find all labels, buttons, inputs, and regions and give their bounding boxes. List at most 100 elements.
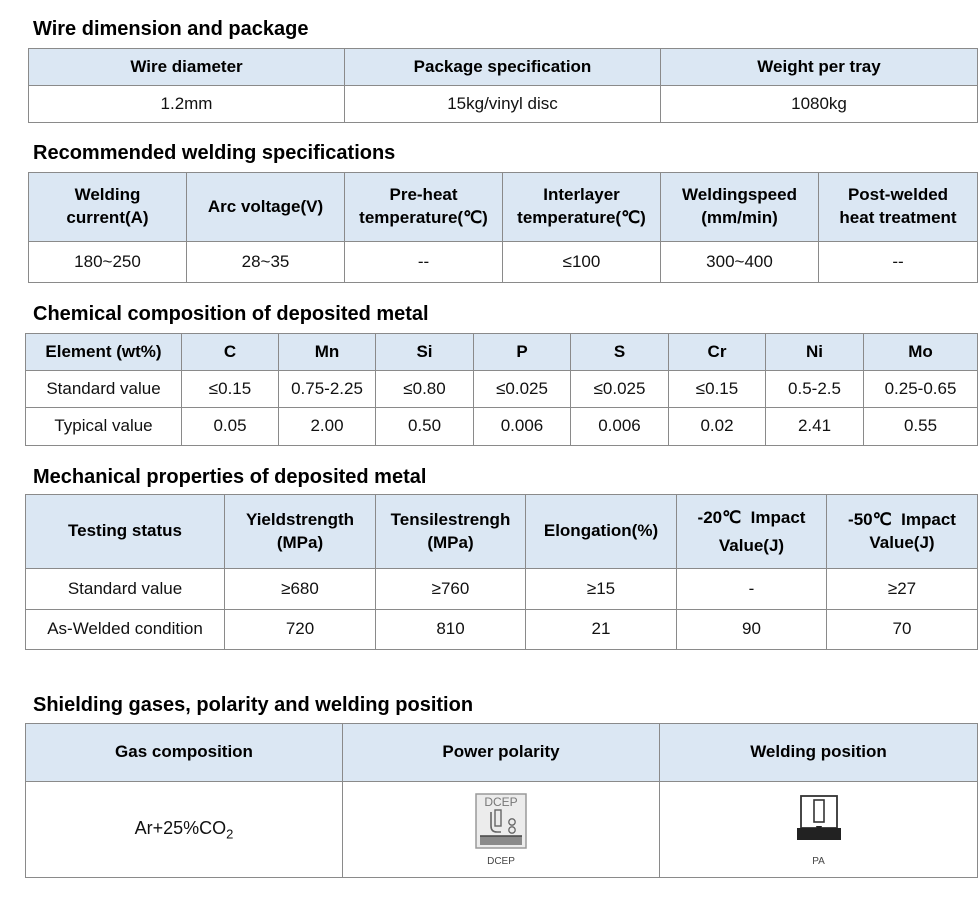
table-row: As-Welded condition 720 810 21 90 70 [25,609,978,650]
welding-header-voltage: Arc voltage(V) [186,172,345,242]
wire-section-title: Wire dimension and package [33,18,309,40]
welding-header-voltage-line1: Arc voltage(V) [207,196,324,216]
welding-header-speed-line1: Weldingspeed [682,185,797,205]
wire-table: Wire diameter Package specification Weig… [28,48,978,123]
chemical-standard-s: ≤0.025 [570,370,669,408]
mechanical-header-impact50-line1: -50℃ Impact [848,509,956,529]
wire-value-diameter: 1.2mm [28,85,345,123]
mechanical-standard-impact50: ≥27 [826,568,978,610]
mechanical-header-yield: Yieldstrength (MPa) [224,494,376,569]
welding-value-preheat: -- [344,241,503,283]
mechanical-aswelded-impact20: 90 [676,609,827,650]
mechanical-header-impact20-line2: Value(J) [718,535,785,555]
chemical-section-title: Chemical composition of deposited metal [33,303,429,325]
dcep-polarity-icon: DCEP [474,792,528,857]
chemical-header-cr: Cr [668,333,766,371]
welding-value-current: 180~250 [28,241,187,283]
shielding-header-position: Welding position [659,723,978,782]
mechanical-header-tensile-line2: (MPa) [427,532,474,552]
wire-header-diameter: Wire diameter [28,48,345,86]
chemical-standard-p: ≤0.025 [473,370,571,408]
welding-value-speed: 300~400 [660,241,819,283]
chemical-typical-s: 0.006 [570,407,669,446]
chemical-typical-mn: 2.00 [278,407,376,446]
welding-header-postweld-line2: heat treatment [839,208,957,227]
chemical-header-c: C [181,333,279,371]
welding-header-preheat-line2: temperature(℃) [359,208,488,227]
chemical-standard-mn: 0.75-2.25 [278,370,376,408]
mechanical-section-title: Mechanical properties of deposited metal [33,466,427,488]
mechanical-header-status-line1: Testing status [68,521,182,541]
chemical-typical-label: Typical value [25,407,182,446]
mechanical-header-impact20-line1: -20℃ Impact [697,508,806,528]
welding-header-speed: Weldingspeed (mm/min) [660,172,819,242]
wire-value-weight: 1080kg [660,85,978,123]
table-row: Typical value 0.05 2.00 0.50 0.006 0.006… [25,407,978,446]
chemical-standard-ni: 0.5-2.5 [765,370,864,408]
mechanical-aswelded-elongation: 21 [525,609,677,650]
mechanical-standard-tensile: ≥760 [375,568,526,610]
position-caption: PA [812,855,825,867]
chemical-typical-ni: 2.41 [765,407,864,446]
mechanical-header-impact20: -20℃ Impact Value(J) [676,494,827,569]
wire-header-package: Package specification [344,48,661,86]
mechanical-standard-elongation: ≥15 [525,568,677,610]
welding-value-interlayer: ≤100 [502,241,661,283]
chemical-standard-cr: ≤0.15 [668,370,766,408]
table-row: Standard value ≤0.15 0.75-2.25 ≤0.80 ≤0.… [25,370,978,408]
mechanical-aswelded-impact50: 70 [826,609,978,650]
polarity-caption: DCEP [487,855,515,867]
mechanical-header-tensile: Tensilestrengh (MPa) [375,494,526,569]
dcep-icon-text: DCEP [484,795,517,809]
chemical-standard-si: ≤0.80 [375,370,474,408]
welding-header-postweld: Post-welded heat treatment [818,172,978,242]
welding-header-interlayer-line2: temperature(℃) [517,208,646,227]
welding-header-current: Welding current(A) [28,172,187,242]
flat-position-icon [795,792,843,857]
mechanical-standard-impact20: - [676,568,827,610]
welding-header-current-line2: current(A) [66,208,149,227]
chemical-typical-p: 0.006 [473,407,571,446]
shielding-header-gas: Gas composition [25,723,343,782]
chemical-typical-c: 0.05 [181,407,279,446]
welding-header-preheat-line1: Pre-heat [389,185,458,205]
mechanical-header-tensile-line1: Tensilestrengh [390,509,511,529]
welding-value-voltage: 28~35 [186,241,345,283]
chemical-header-s: S [570,333,669,371]
chemical-header-p: P [473,333,571,371]
chemical-standard-c: ≤0.15 [181,370,279,408]
shielding-polarity-cell: DCEP DCEP [342,781,660,878]
table-row: Standard value ≥680 ≥760 ≥15 - ≥27 [25,568,978,610]
chemical-header-mn: Mn [278,333,376,371]
shielding-gas-value: Ar+25%CO2 [25,781,343,878]
mechanical-header-elongation-line1: Elongation(%) [543,521,659,541]
mechanical-header-impact50: -50℃ Impact Value(J) [826,494,978,569]
welding-header-preheat: Pre-heat temperature(℃) [344,172,503,242]
chemical-header-ni: Ni [765,333,864,371]
mechanical-table: Testing status Yieldstrength (MPa) Tensi… [25,494,978,650]
welding-header-interlayer-line1: Interlayer [543,185,620,205]
welding-header-current-line1: Welding [74,185,141,205]
gas-composition-text: Ar+25%CO [134,817,227,838]
welding-header-interlayer: Interlayer temperature(℃) [502,172,661,242]
welding-section-title: Recommended welding specifications [33,142,396,164]
chemical-typical-mo: 0.55 [863,407,978,446]
shielding-header-polarity: Power polarity [342,723,660,782]
mechanical-aswelded-yield: 720 [224,609,376,650]
mechanical-header-impact50-line2: Value(J) [869,532,935,552]
chemical-header-mo: Mo [863,333,978,371]
chemical-typical-cr: 0.02 [668,407,766,446]
chemical-header-si: Si [375,333,474,371]
gas-composition-subscript: 2 [226,826,234,842]
shielding-section-title: Shielding gases, polarity and welding po… [33,694,474,716]
mechanical-aswelded-label: As-Welded condition [25,609,225,650]
mechanical-aswelded-tensile: 810 [375,609,526,650]
mechanical-header-yield-line2: (MPa) [276,532,324,552]
chemical-standard-mo: 0.25-0.65 [863,370,978,408]
mechanical-header-elongation: Elongation(%) [525,494,677,569]
wire-header-weight: Weight per tray [660,48,978,86]
chemical-table: Element (wt%) C Mn Si P S Cr Ni Mo Stand… [25,333,978,446]
welding-header-postweld-line1: Post-welded [847,185,949,205]
shielding-position-cell: PA [659,781,978,878]
chemical-header-element: Element (wt%) [25,333,182,371]
